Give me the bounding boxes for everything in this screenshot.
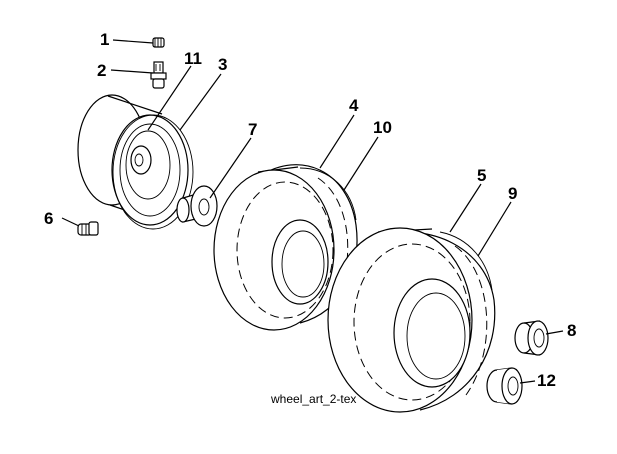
part-3-rim-seal bbox=[112, 114, 194, 230]
part-12-bearing bbox=[486, 367, 523, 405]
part-10-tube bbox=[299, 167, 357, 221]
callout-4: 4 bbox=[349, 96, 359, 115]
part-9-tube bbox=[439, 231, 493, 291]
leader-lines bbox=[61, 39, 564, 384]
part-1-valve-cap bbox=[152, 37, 165, 48]
part-7-bushing bbox=[176, 185, 218, 227]
diagram-caption: wheel_art_2-tex bbox=[270, 392, 356, 406]
part-8-bearing bbox=[514, 320, 549, 356]
callout-12: 12 bbox=[537, 371, 556, 390]
callout-9: 9 bbox=[508, 184, 517, 203]
callout-8: 8 bbox=[567, 321, 576, 340]
part-2-valve-stem bbox=[150, 61, 167, 89]
callout-2: 2 bbox=[97, 61, 106, 80]
callout-5: 5 bbox=[477, 166, 486, 185]
callout-1: 1 bbox=[100, 30, 109, 49]
callout-11: 11 bbox=[184, 49, 202, 68]
callout-10: 10 bbox=[373, 118, 392, 137]
part-4-tire bbox=[213, 164, 358, 331]
part-11-rim bbox=[77, 94, 189, 226]
callout-7: 7 bbox=[248, 120, 257, 139]
callout-3: 3 bbox=[218, 55, 227, 74]
callout-6: 6 bbox=[44, 209, 53, 228]
part-5-tire bbox=[327, 227, 496, 413]
part-6-grease-fitting bbox=[77, 221, 99, 236]
